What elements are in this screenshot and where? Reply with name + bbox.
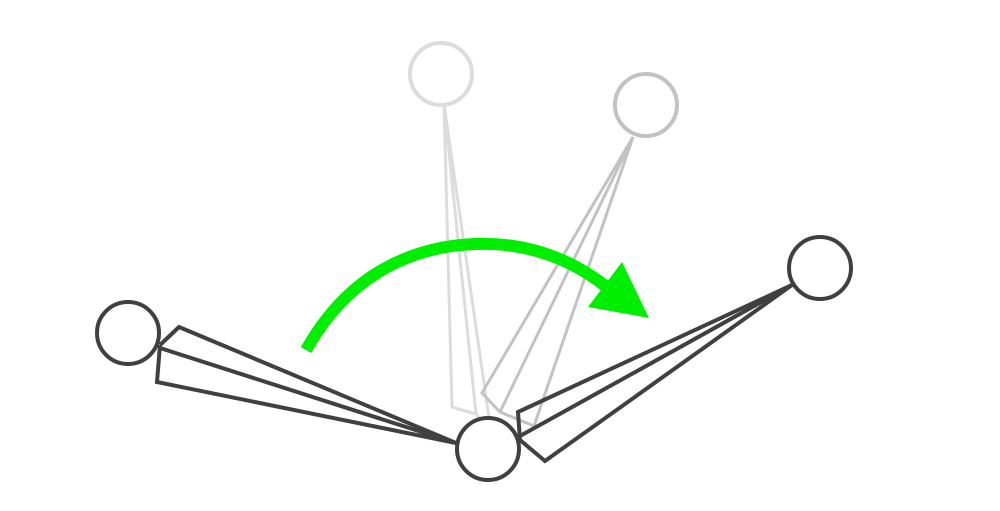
right-end-node	[787, 235, 853, 301]
ghost-arm-upright-outline	[442, 103, 494, 438]
ghost-arm-upright-end-node	[408, 41, 474, 107]
left-end-node	[95, 300, 161, 366]
right-dark-arm-outline	[515, 283, 794, 464]
left-dark-arm-spine	[159, 346, 457, 445]
ghost-arm-upright-spine	[442, 103, 478, 415]
right-dark-arm-spine	[519, 283, 793, 438]
rotation-arrow-head	[588, 262, 649, 318]
ghost-arm-tilted	[480, 72, 679, 428]
rotation-arrow-shaft	[300, 237, 612, 353]
clockwise-rotation-arrow	[300, 237, 649, 353]
right-dark-arm	[515, 235, 853, 464]
ghost-arm-tilted-end-node	[613, 72, 679, 138]
left-dark-arm	[95, 300, 457, 445]
ghost-arm-upright	[408, 41, 494, 438]
center-pivot-circle	[455, 416, 521, 482]
ghost-arm-tilted-spine	[498, 136, 635, 413]
